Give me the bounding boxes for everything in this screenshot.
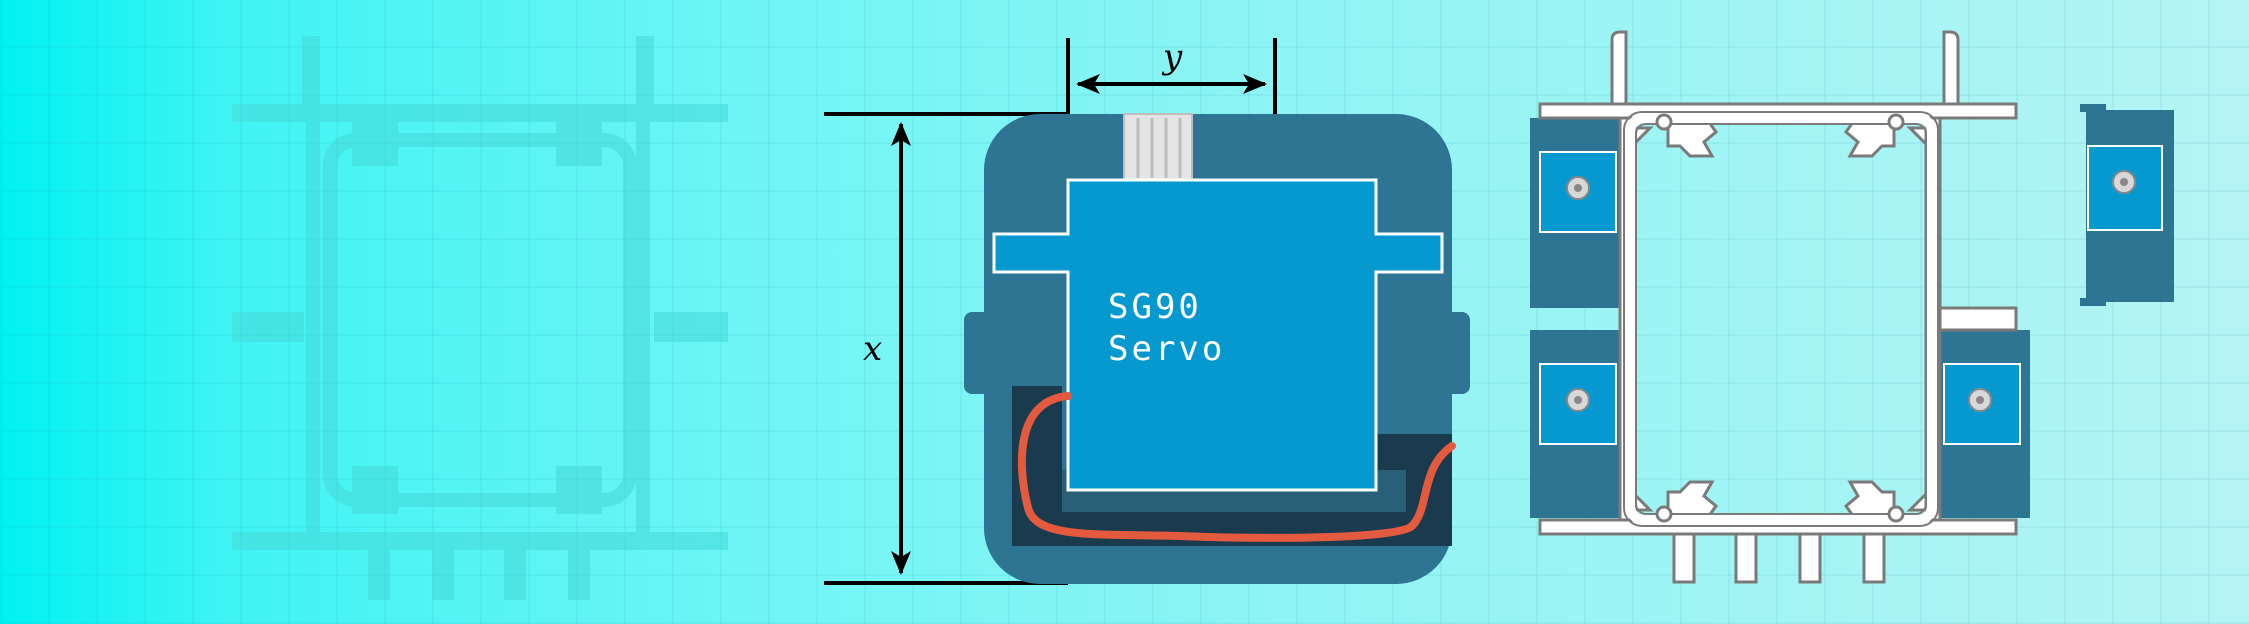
mounting-hole bbox=[1887, 113, 1905, 131]
servo-block-top-left bbox=[1530, 118, 1620, 308]
servo-block-bottom-left bbox=[1530, 330, 1620, 518]
servo-wire bbox=[1017, 392, 1456, 542]
height-dimension-label: x bbox=[863, 329, 882, 369]
servo-assembly: SG90 Servo bbox=[964, 113, 1470, 584]
servo-top-view bbox=[2080, 104, 2174, 306]
ghost-frame bbox=[232, 36, 728, 600]
mounting-hole bbox=[1887, 505, 1905, 523]
mounting-hole bbox=[1655, 505, 1673, 523]
mounting-hole bbox=[1655, 113, 1673, 131]
servo-body bbox=[992, 178, 1444, 492]
servo-shaft bbox=[1123, 113, 1193, 181]
servo-type-label: Servo bbox=[1108, 329, 1225, 369]
mounted-frame bbox=[1530, 30, 2030, 584]
servo-block-bottom-right bbox=[1940, 330, 2030, 518]
servo-model-label: SG90 bbox=[1108, 287, 1202, 327]
width-dimension-label: y bbox=[1161, 37, 1183, 77]
frame-inner-outline bbox=[1625, 113, 1937, 525]
